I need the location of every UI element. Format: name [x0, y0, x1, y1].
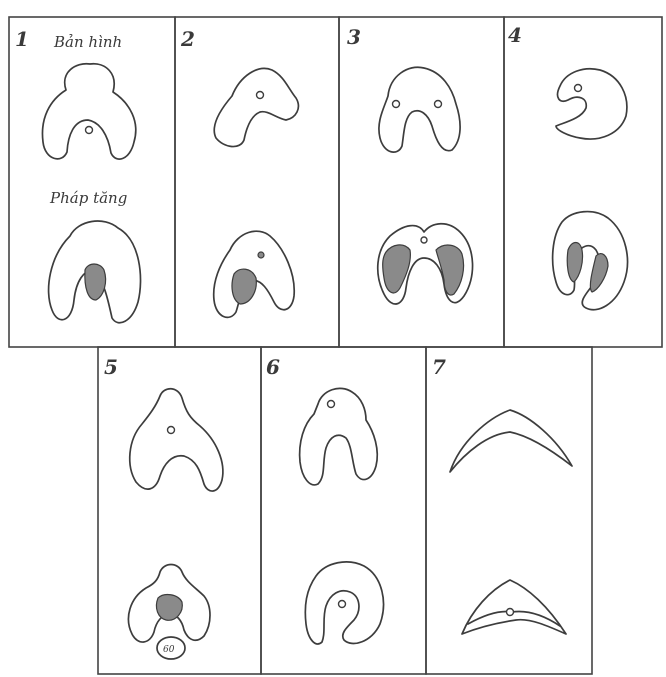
panel-5-top-hole: [168, 427, 175, 434]
panel-6-bottom-hole: [339, 601, 346, 608]
panel-6-figure-bottom: [305, 562, 383, 644]
panel-3-number: 3: [347, 25, 361, 49]
panel-3-frame: [339, 17, 504, 347]
panel-5-figure-bottom: 60: [128, 565, 210, 660]
panel-6-number: 6: [266, 355, 280, 379]
panel-3-top-hole-left: [393, 101, 400, 108]
panel-7-figure-top: [450, 410, 572, 472]
panel-7-bottom-hole: [507, 609, 514, 616]
panel-1-figure-bottom: [49, 221, 141, 323]
panel-4-number: 4: [508, 23, 522, 47]
panel-6-top-hole: [328, 401, 335, 408]
panel-3-figure-bottom: [378, 224, 473, 304]
panel-5-number: 5: [104, 355, 118, 379]
panel-1-label-top: Bản hình: [53, 33, 122, 51]
panel-6-frame: [261, 347, 426, 674]
panel-3-top-hole-right: [435, 101, 442, 108]
panel-4-figure-top: [556, 69, 627, 139]
panel-4-figure-bottom: [553, 212, 628, 310]
svg-text:60: 60: [163, 645, 175, 655]
panel-1-figure-top: [42, 64, 135, 159]
panel-1-label-mid: Pháp tăng: [49, 189, 127, 207]
panel-7-number: 7: [432, 355, 446, 379]
panel-5-frame: [98, 347, 261, 674]
panel-1-number: 1: [15, 27, 29, 51]
panel-3-figure-top: [379, 67, 460, 152]
panel-7-frame: [426, 347, 592, 674]
bottom-row: [98, 347, 592, 674]
panel-2-top-hole: [257, 92, 264, 99]
panel-1-top-hole: [86, 127, 93, 134]
panel-7-figure-bottom: [462, 580, 566, 634]
panel-2-figure-bottom: [214, 231, 295, 317]
panel-2-frame: [175, 17, 339, 347]
panel-2-figure-top: [214, 68, 298, 146]
panel-6-figure-top: [300, 388, 378, 484]
panel-5-figure-top: [130, 389, 223, 491]
panel-2-number: 2: [180, 27, 195, 51]
panel-4-top-hole: [575, 85, 582, 92]
